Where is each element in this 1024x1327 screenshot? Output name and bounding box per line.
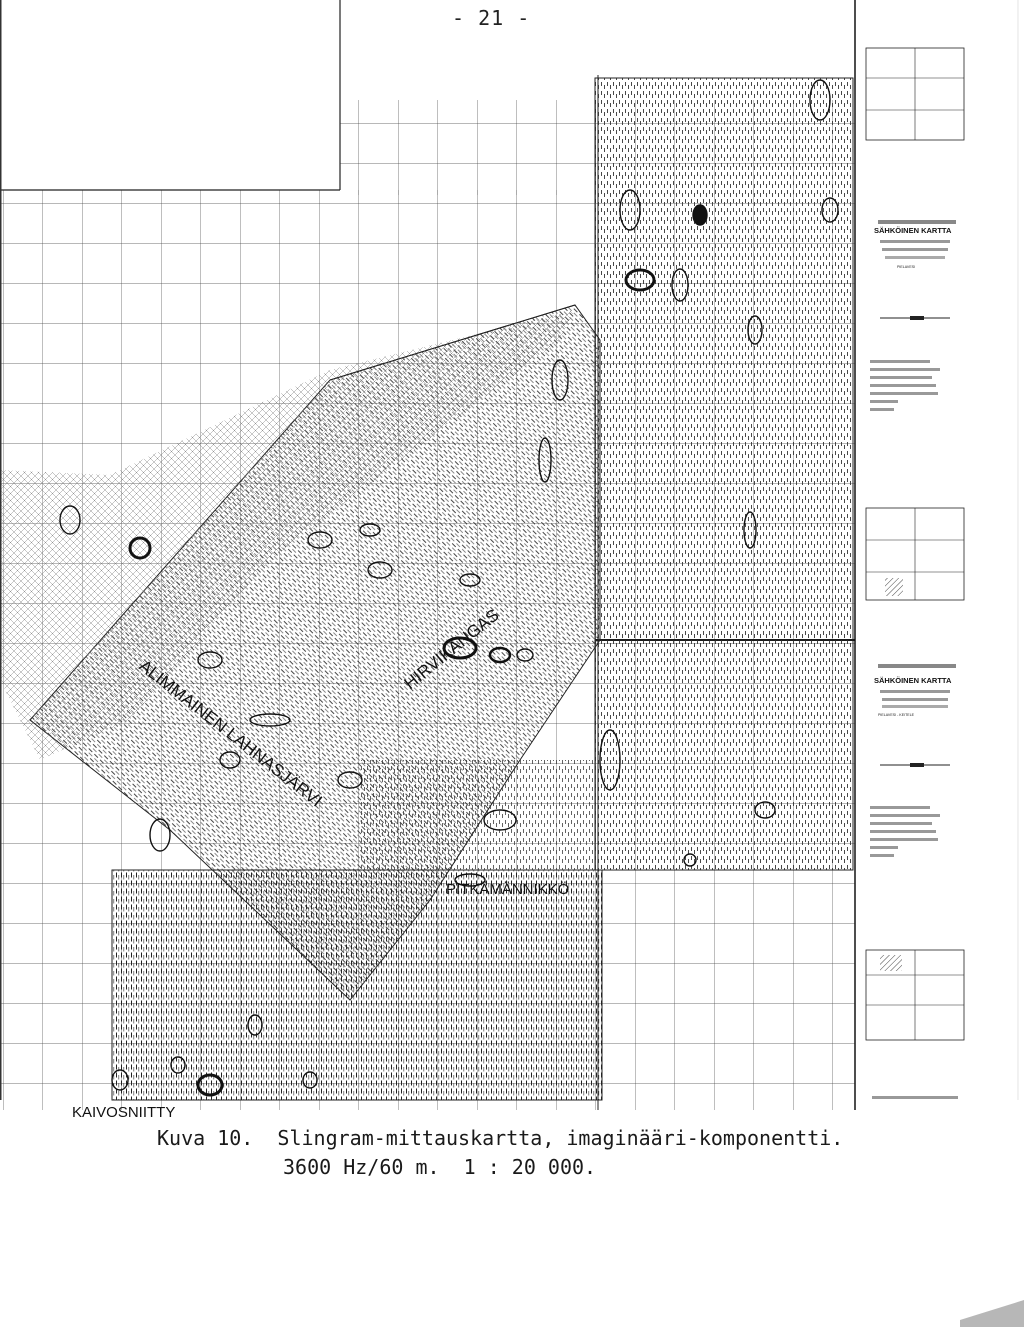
scan-corner-shadow xyxy=(960,1300,1024,1327)
legend-sheet-2: SÄHKÖINEN KARTTA PIELAVESI - KEITELE xyxy=(865,507,965,857)
legend-2-title: SÄHKÖINEN KARTTA xyxy=(874,676,952,685)
figure-caption-line-1: Kuva 10. Slingram-mittauskartta, imaginä… xyxy=(157,1126,844,1150)
page-number: - 21 - xyxy=(452,6,531,30)
legend-1-subtitle: PIELAVESI xyxy=(897,265,915,269)
label-pitkamannikko: PITKÄMÄNNIKKÖ xyxy=(446,880,569,898)
legend-1-title: SÄHKÖINEN KARTTA xyxy=(874,226,952,235)
legend-sheet-3 xyxy=(865,949,965,1099)
legend-2-subtitle: PIELAVESI - KEITELE xyxy=(878,713,915,717)
legend-sheet-1: SÄHKÖINEN KARTTA PIELAVESI xyxy=(865,47,965,411)
survey-block-northeast xyxy=(594,77,854,871)
label-kaivosniitty: KAIVOSNIITTY xyxy=(72,1104,175,1121)
figure-caption-line-2: 3600 Hz/60 m. 1 : 20 000. xyxy=(283,1155,597,1179)
survey-block-southwest xyxy=(111,760,603,1101)
anomaly-contours xyxy=(59,79,839,1097)
